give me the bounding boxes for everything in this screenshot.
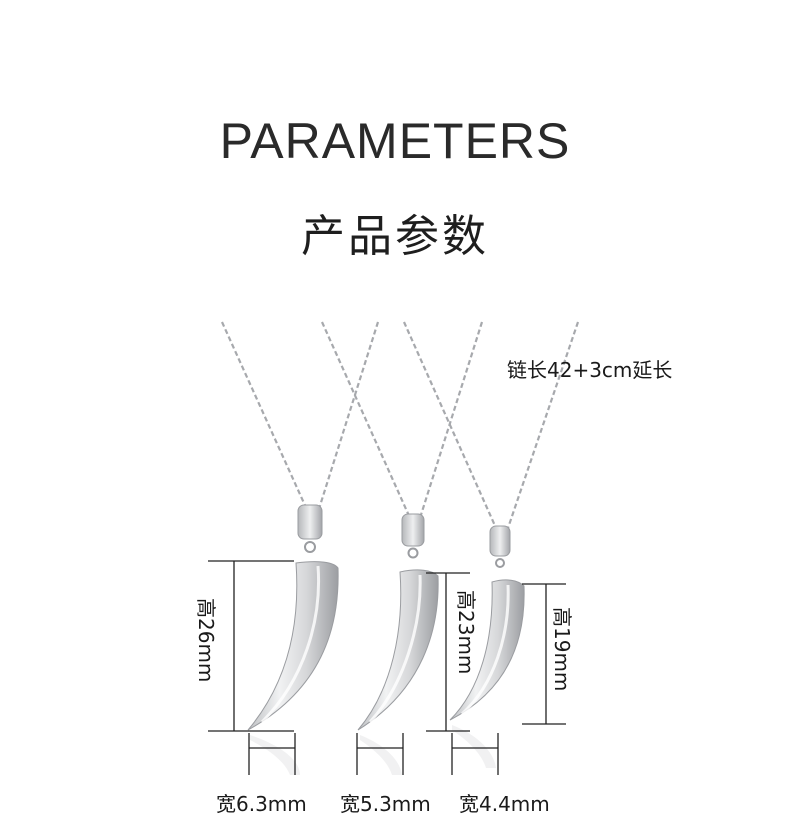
pendant-3 <box>449 525 525 721</box>
page-title-cn: 产品参数 <box>301 211 489 262</box>
width-label-1: 宽6.3mm <box>216 792 307 816</box>
height-label-1: 高26mm <box>194 598 218 683</box>
page-title-en: PARAMETERS <box>219 113 571 169</box>
reflections <box>250 725 496 775</box>
chain-length-note: 链长42+3cm延长 <box>507 358 673 382</box>
pendant-1 <box>247 504 339 731</box>
width-label-2: 宽5.3mm <box>340 792 431 816</box>
height-label-3: 高19mm <box>550 607 574 692</box>
width-label-3: 宽4.4mm <box>459 792 550 816</box>
dimension-lines <box>208 560 566 775</box>
chain-2 <box>320 321 484 519</box>
pendant-2 <box>357 513 439 731</box>
chain-1 <box>220 321 380 513</box>
chain-3 <box>402 321 580 529</box>
height-label-2: 高23mm <box>454 590 478 675</box>
